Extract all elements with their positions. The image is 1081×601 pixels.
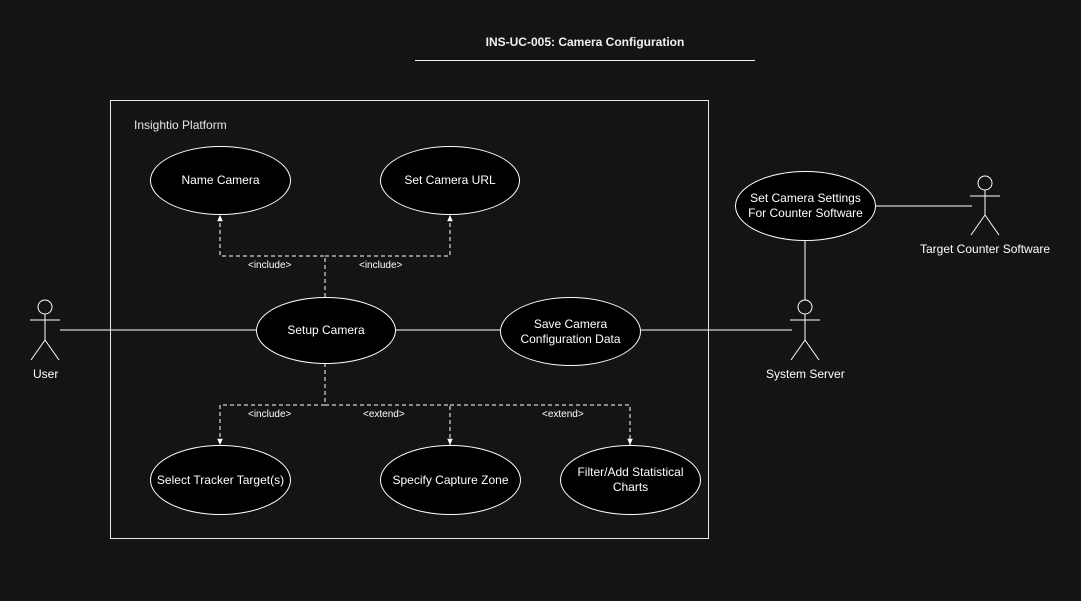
actor-label-user: User <box>33 367 59 381</box>
actor-label-system-server: System Server <box>766 367 845 381</box>
system-boundary <box>110 100 709 539</box>
usecase-specify-capture-zone[interactable]: Specify Capture Zone <box>380 445 521 515</box>
system-boundary-label: Insightio Platform <box>134 118 227 132</box>
usecase-select-tracker-targets[interactable]: Select Tracker Target(s) <box>150 445 291 515</box>
usecase-save-configuration[interactable]: Save Camera Configuration Data <box>500 297 641 366</box>
usecase-counter-software-settings[interactable]: Set Camera Settings For Counter Software <box>735 171 876 241</box>
include-arrow-select-tracker <box>217 363 326 445</box>
system-server-actor-figure <box>790 299 820 361</box>
usecase-name-camera[interactable]: Name Camera <box>150 146 291 215</box>
extend-arrow-filter-charts <box>450 404 633 445</box>
user-actor-figure <box>30 299 60 361</box>
label-extend-capture-zone: <extend> <box>361 409 407 420</box>
label-include-name-camera: <include> <box>246 260 294 271</box>
usecase-setup-camera[interactable]: Setup Camera <box>256 297 396 364</box>
include-arrow-name-camera <box>217 215 326 297</box>
title-underline <box>415 60 755 61</box>
diagram-title: INS-UC-005: Camera Configuration <box>485 35 685 49</box>
target-counter-actor-figure <box>970 175 1000 236</box>
label-include-set-url: <include> <box>357 260 405 271</box>
label-extend-filter-charts: <extend> <box>540 409 586 420</box>
label-include-select-tracker: <include> <box>246 409 294 420</box>
usecase-set-camera-url[interactable]: Set Camera URL <box>380 146 520 215</box>
usecase-filter-statistical-charts[interactable]: Filter/Add Statistical Charts <box>560 445 701 515</box>
actor-label-target-counter: Target Counter Software <box>920 242 1051 256</box>
